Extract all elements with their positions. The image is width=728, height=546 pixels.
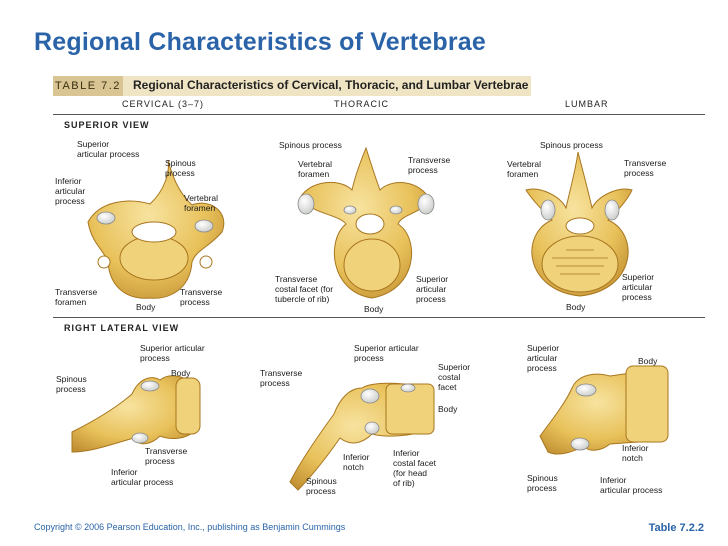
label-lumbar-lateral-inferior-notch: Inferior notch bbox=[622, 443, 649, 463]
lumbar-vertebra-lateral-illustration bbox=[539, 365, 669, 455]
copyright-notice: Copyright © 2006 Pearson Education, Inc.… bbox=[34, 522, 346, 532]
label-cervical-lateral-superior-articular-process: Superior articular process bbox=[140, 343, 205, 363]
label-lumbar-transverse-process: Transverse process bbox=[624, 158, 667, 178]
label-cervical-lateral-inferior-articular-process: Inferior articular process bbox=[111, 467, 174, 487]
table-reference: Table 7.2.2 bbox=[648, 522, 704, 534]
label-thoracic-lateral-inferior-notch: Inferior notch bbox=[343, 452, 370, 472]
label-lumbar-spinous-process: Spinous process bbox=[540, 140, 603, 150]
table-number: TABLE 7.2 bbox=[53, 76, 123, 96]
label-thoracic-vertebral-foramen: Vertebral foramen bbox=[298, 159, 333, 179]
label-thoracic-spinous-process: Spinous process bbox=[279, 140, 342, 150]
label-thoracic-superior-articular-process: Superior articular process bbox=[416, 274, 449, 304]
label-cervical-vertebral-foramen: Vertebral foramen bbox=[184, 193, 219, 213]
lumbar-vertebra-superior-illustration bbox=[525, 151, 633, 297]
cervical-vertebra-superior-illustration bbox=[87, 159, 225, 299]
label-thoracic-lateral-inferior-costal-facet: Inferior costal facet (for head of rib) bbox=[393, 448, 436, 488]
table-caption: Regional Characteristics of Cervical, Th… bbox=[133, 78, 529, 92]
label-cervical-inferior-articular-process: Inferior articular process bbox=[55, 176, 86, 206]
label-cervical-body: Body bbox=[136, 302, 156, 312]
label-cervical-superior-articular-process: Superior articular process bbox=[77, 139, 140, 159]
column-header-lumbar: LUMBAR bbox=[565, 99, 609, 109]
label-cervical-lateral-body: Body bbox=[171, 368, 191, 378]
label-lumbar-lateral-superior-articular-process: Superior articular process bbox=[527, 343, 560, 373]
label-thoracic-lateral-spinous-process: Spinous process bbox=[306, 476, 337, 496]
slide-title: Regional Characteristics of Vertebrae bbox=[34, 28, 487, 56]
label-thoracic-body: Body bbox=[364, 304, 384, 314]
label-thoracic-lateral-transverse-process: Transverse process bbox=[260, 368, 303, 388]
label-cervical-spinous-process: Spinous process bbox=[165, 158, 196, 178]
label-lumbar-lateral-spinous-process: Spinous process bbox=[527, 473, 558, 493]
label-thoracic-lateral-superior-articular-process: Superior articular process bbox=[354, 343, 419, 363]
label-thoracic-lateral-body: Body bbox=[438, 404, 458, 414]
superior-view-label: SUPERIOR VIEW bbox=[64, 120, 150, 130]
label-lumbar-vertebral-foramen: Vertebral foramen bbox=[507, 159, 542, 179]
divider bbox=[53, 317, 705, 318]
label-lumbar-lateral-inferior-articular-process: Inferior articular process bbox=[600, 475, 663, 495]
table-header-bar bbox=[53, 76, 531, 96]
lateral-view-label: RIGHT LATERAL VIEW bbox=[64, 323, 180, 333]
column-header-cervical: CERVICAL (3–7) bbox=[122, 99, 205, 109]
label-cervical-transverse-foramen: Transverse foramen bbox=[55, 287, 98, 307]
label-cervical-lateral-spinous-process: Spinous process bbox=[56, 374, 87, 394]
label-cervical-transverse-process: Transverse process bbox=[180, 287, 223, 307]
label-lumbar-body: Body bbox=[566, 302, 586, 312]
cervical-vertebra-lateral-illustration bbox=[71, 375, 201, 453]
label-lumbar-lateral-body: Body bbox=[638, 356, 658, 366]
column-header-thoracic: THORACIC bbox=[334, 99, 389, 109]
label-thoracic-transverse-costal-facet: Transverse costal facet (for tubercle of… bbox=[275, 274, 334, 304]
divider bbox=[53, 114, 705, 115]
label-thoracic-lateral-superior-costal-facet: Superior costal facet bbox=[438, 362, 471, 392]
label-thoracic-transverse-process: Transverse process bbox=[408, 155, 451, 175]
label-cervical-lateral-transverse-process: Transverse process bbox=[145, 446, 188, 466]
label-lumbar-superior-articular-process: Superior articular process bbox=[622, 272, 655, 302]
